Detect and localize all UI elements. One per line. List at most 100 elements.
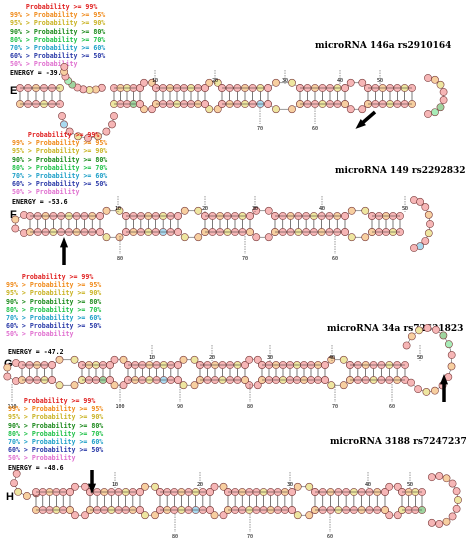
- nucleotide: [454, 496, 462, 504]
- tick-label: 10: [152, 78, 158, 84]
- tick-label: 30: [282, 78, 288, 84]
- panel-letter-h: H: [6, 491, 14, 503]
- nucleotide: [439, 331, 448, 340]
- nucleotide: [293, 482, 302, 491]
- nucleotide: [241, 376, 249, 384]
- nucleotide: [422, 388, 431, 396]
- tick-label: 70: [332, 404, 338, 410]
- nucleotide: [58, 112, 66, 120]
- nucleotide: [12, 469, 21, 478]
- tick-label: 50: [402, 206, 408, 212]
- nucleotide: [305, 511, 314, 520]
- nucleotide: [136, 84, 144, 92]
- nucleotide: [381, 506, 389, 514]
- legend-entry: 50% > Probability: [12, 188, 80, 197]
- panel-f: Probability >= 99%99% > Probability >= 9…: [10, 131, 466, 265]
- tick-label: 30: [287, 482, 293, 488]
- nucleotide: [136, 100, 144, 108]
- nucleotide: [60, 120, 68, 129]
- nucleotide: [210, 482, 219, 491]
- nucleotide: [447, 351, 456, 359]
- nucleotide: [264, 206, 273, 215]
- legend-entry: 50% > Probability: [8, 454, 76, 463]
- backbone: [249, 231, 276, 238]
- nucleotide: [140, 78, 148, 87]
- nucleotide: [361, 206, 370, 215]
- tick-label: 40: [319, 206, 325, 212]
- nucleotide: [288, 506, 296, 514]
- backbone: [177, 231, 206, 238]
- nucleotide: [435, 520, 444, 528]
- tick-label: 40: [329, 355, 335, 361]
- nucleotide: [424, 229, 433, 238]
- nucleotide: [23, 492, 31, 500]
- backbone: [324, 359, 351, 366]
- legend-entry: 95% > Probability >= 90%: [12, 147, 108, 156]
- nucleotide: [264, 233, 273, 242]
- nucleotide: [288, 105, 296, 114]
- legend-entry: 95% > Probability >= 90%: [10, 19, 106, 28]
- nucleotide: [410, 244, 418, 252]
- nucleotide: [66, 506, 74, 514]
- nucleotide: [151, 482, 159, 491]
- energy-f: ENERGY = -53.6: [12, 198, 68, 206]
- legend-entry: 60% > Probability >= 50%: [10, 52, 106, 61]
- legend-e: Probability >= 99%99% > Probability >= 9…: [10, 3, 105, 69]
- nucleotide: [81, 482, 89, 491]
- nucleotide: [385, 482, 394, 491]
- nucleotide: [381, 488, 389, 496]
- tick-label: 70: [242, 256, 248, 262]
- nucleotide: [148, 78, 156, 87]
- nucleotide: [424, 110, 432, 118]
- nucleotide: [102, 233, 111, 242]
- legend-entry: 60% > Probability >= 50%: [8, 446, 104, 455]
- legend-entry: Probability >= 99%: [6, 273, 94, 281]
- legend-entry: 80% > Probability >= 70%: [6, 305, 102, 314]
- nucleotide: [402, 341, 411, 350]
- nucleotide: [190, 355, 199, 364]
- nucleotide: [421, 203, 430, 211]
- legend-entry: 60% > Probability >= 50%: [12, 180, 108, 189]
- legend-entry: 70% > Probability >= 60%: [12, 172, 108, 181]
- nucleotide: [452, 504, 461, 513]
- legend-entry: Probability >= 99%: [10, 3, 98, 11]
- tick-label: 90: [177, 404, 183, 410]
- nucleotide: [347, 233, 356, 242]
- energy-g: ENERGY = -47.2: [8, 348, 64, 356]
- nucleotide: [66, 488, 74, 496]
- nucleotide: [71, 511, 79, 520]
- nucleotide: [11, 215, 20, 224]
- energy-h: ENERGY = -48.6: [8, 464, 64, 472]
- legend-entry: 95% > Probability >= 90%: [8, 413, 104, 422]
- tick-label: 20: [197, 482, 203, 488]
- nucleotide: [252, 206, 261, 215]
- legend-entry: 99% > Probability >= 95%: [8, 405, 104, 414]
- nucleotide: [84, 134, 92, 142]
- nucleotide: [436, 103, 445, 112]
- nucleotide: [448, 479, 457, 488]
- nucleotide: [358, 105, 367, 114]
- tick-label: 10: [112, 482, 118, 488]
- nucleotide: [414, 385, 422, 394]
- legend-entry: 60% > Probability >= 50%: [6, 322, 102, 331]
- tick-label: 60: [389, 404, 395, 410]
- nucleotide: [140, 105, 148, 114]
- legend-entry: 90% > Probability >= 80%: [6, 297, 102, 306]
- tick-label: 20: [212, 78, 218, 84]
- nucleotide: [416, 197, 425, 206]
- nucleotide: [393, 482, 402, 491]
- backbone: [267, 103, 301, 110]
- nucleotide: [136, 506, 144, 514]
- backbone: [99, 231, 127, 238]
- legend-entry: 70% > Probability >= 60%: [6, 314, 102, 323]
- nucleotide: [253, 381, 262, 390]
- tick-label: 30: [267, 355, 273, 361]
- nucleotide: [194, 233, 203, 242]
- nucleotide: [174, 212, 182, 220]
- nucleotide: [81, 511, 89, 520]
- nucleotide: [264, 100, 272, 108]
